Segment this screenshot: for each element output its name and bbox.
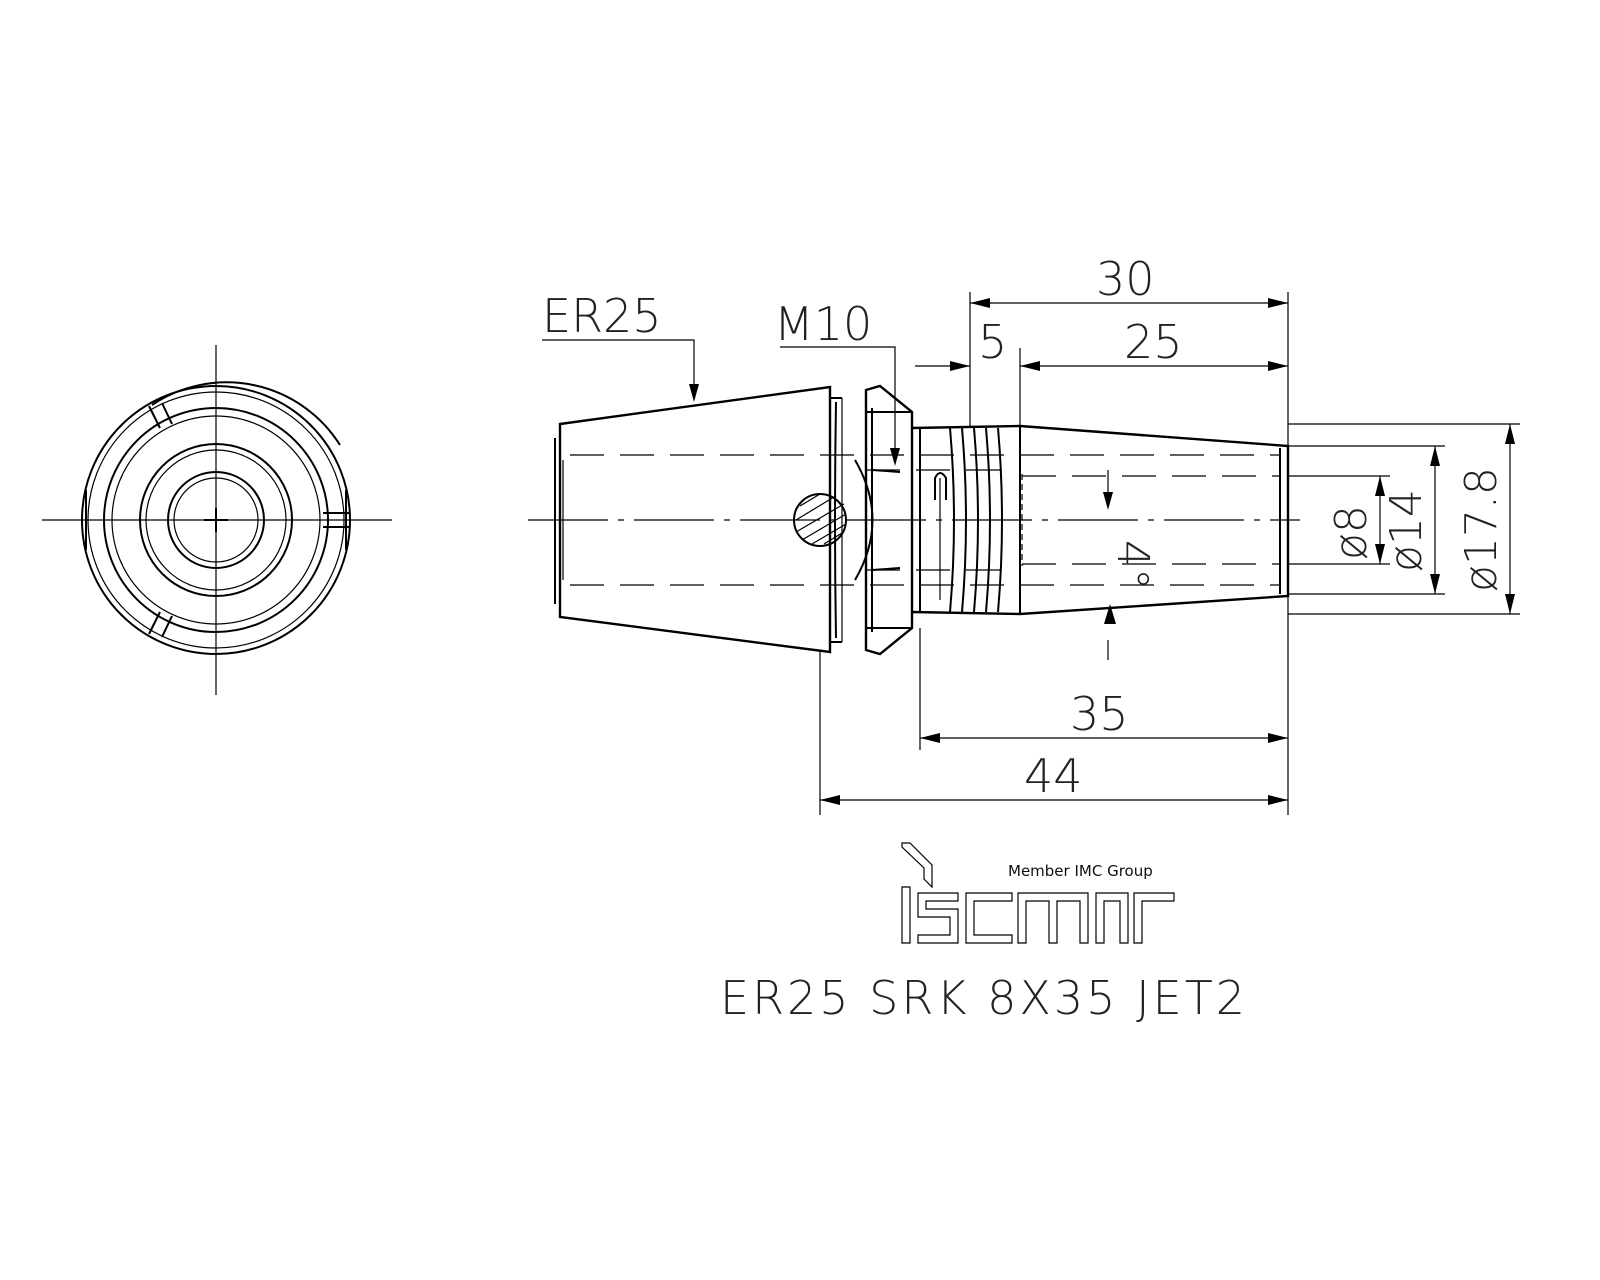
end-view (42, 345, 392, 695)
iscar-logo-icon (901, 842, 1175, 944)
collet-ring (103, 407, 329, 633)
dim-tip-diameter: ø14 (1381, 489, 1432, 572)
dim-projection-length: 35 (1070, 687, 1129, 741)
end-view-outer-circle (81, 385, 351, 655)
collet-type-label: ER25 (542, 289, 662, 343)
collet-slot (148, 611, 161, 635)
dim-thread-offset: 5 (978, 315, 1007, 369)
thread-label: M10 (774, 297, 872, 351)
side-view (528, 384, 1300, 656)
part-number: ER25 SRK 8X35 JET2 (720, 971, 1248, 1025)
m10-leader (780, 346, 896, 460)
thread-groove (949, 427, 955, 613)
dim-shank-length: 30 (1096, 252, 1155, 306)
dim-bore-diameter: ø8 (1326, 505, 1377, 560)
bore-circle (167, 471, 265, 569)
collet-slot (148, 405, 161, 429)
dim-taper-length: 25 (1124, 315, 1183, 369)
branding: Member IMC Group ER25 SRK 8X35 JET2 (720, 842, 1248, 1025)
member-text: Member IMC Group (1008, 862, 1153, 880)
dim-overall-length: 44 (1024, 749, 1083, 803)
collet-cone (558, 385, 832, 654)
er25-leader (542, 339, 695, 396)
nose-ring (139, 443, 293, 597)
dim-body-diameter: ø17.8 (1456, 467, 1507, 592)
annotations: ER25 M10 30 5 25 35 44 (542, 252, 1520, 815)
dim-taper-angle: 4° (1107, 540, 1158, 590)
